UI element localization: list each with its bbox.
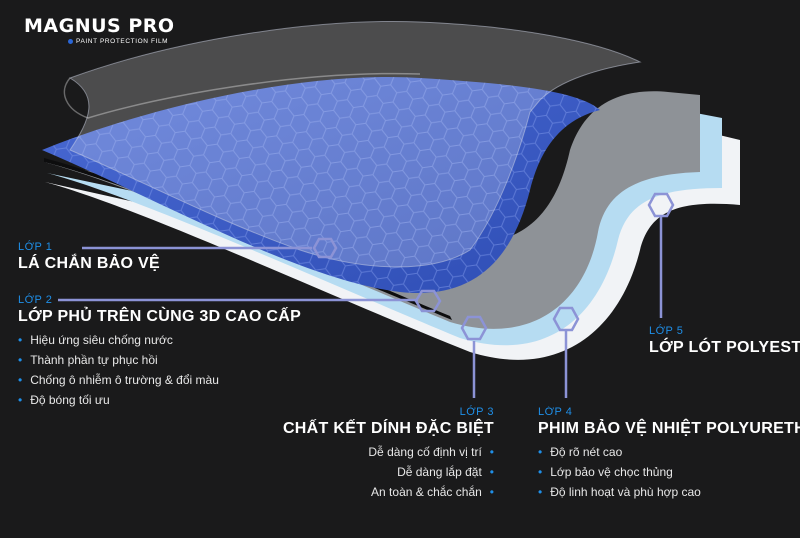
layer-2-title: LỚP PHỦ TRÊN CÙNG 3D CAO CẤP [18,308,302,325]
list-item: Dễ dàng cố định vị trí [283,442,494,462]
list-item: Độ bóng tối ưu [18,390,301,410]
layer-3-adhesive [44,91,700,329]
layer-3-hex-marker [460,315,488,341]
brand-logo: MAGNUS PRO PAINT PROTECTION FILM [24,16,175,45]
layer-3-label: LỚP 3 CHẤT KẾT DÍNH ĐẶC BIỆT Dễ dàng cố … [283,406,494,502]
list-item: Độ linh hoạt và phù hợp cao [538,482,800,502]
layer-3-number: LỚP 3 [459,406,494,418]
layer-3-title: CHẤT KẾT DÍNH ĐẶC BIỆT [282,420,494,437]
layer-4-number: LỚP 4 [538,406,573,418]
layer-3-features: Dễ dàng cố định vị trí Dễ dàng lắp đặt A… [283,442,494,502]
list-item: Lớp bảo vệ chọc thủng [538,462,800,482]
list-item: Chống ô nhiễm ô trường & đổi màu [18,370,301,390]
connector-lines [58,217,663,398]
list-item: Độ rõ nét cao [538,442,800,462]
layer-1-title: LÁ CHẮN BẢO VỆ [18,255,160,272]
list-item: Hiệu ứng siêu chống nước [18,330,301,350]
layer-4-label: LỚP 4 PHIM BẢO VỆ NHIỆT POLYURETHANE Độ … [538,406,800,502]
brand-tagline: PAINT PROTECTION FILM [68,38,175,45]
layer-5-label: LỚP 5 LỚP LÓT POLYESTER [649,325,800,357]
layer-1-shield [68,21,642,268]
layer-2-number: LỚP 2 [18,294,53,306]
layer-5-number: LỚP 5 [649,325,684,337]
layer-2-hex-marker [414,289,442,313]
layer-4-title: PHIM BẢO VỆ NHIỆT POLYURETHANE [538,420,800,437]
layer-2-label: LỚP 2 LỚP PHỦ TRÊN CÙNG 3D CAO CẤP Hiệu … [18,294,301,410]
list-item: Dễ dàng lắp đặt [283,462,494,482]
brand-name: MAGNUS PRO [24,15,175,37]
layer-1-number: LỚP 1 [18,241,53,253]
list-item: Thành phần tự phục hồi [18,350,301,370]
list-item: An toàn & chắc chắn [283,482,494,502]
layer-5-title: LỚP LÓT POLYESTER [649,339,800,356]
layer-1-hex-marker [312,237,338,259]
layer-2-features: Hiệu ứng siêu chống nước Thành phần tự p… [18,330,301,410]
layer-4-features: Độ rõ nét cao Lớp bảo vệ chọc thủng Độ l… [538,442,800,502]
layer-5-hex-marker [647,192,675,218]
layer-1-label: LỚP 1 LÁ CHẮN BẢO VỆ [18,241,160,273]
layer-4-hex-marker [552,306,580,332]
